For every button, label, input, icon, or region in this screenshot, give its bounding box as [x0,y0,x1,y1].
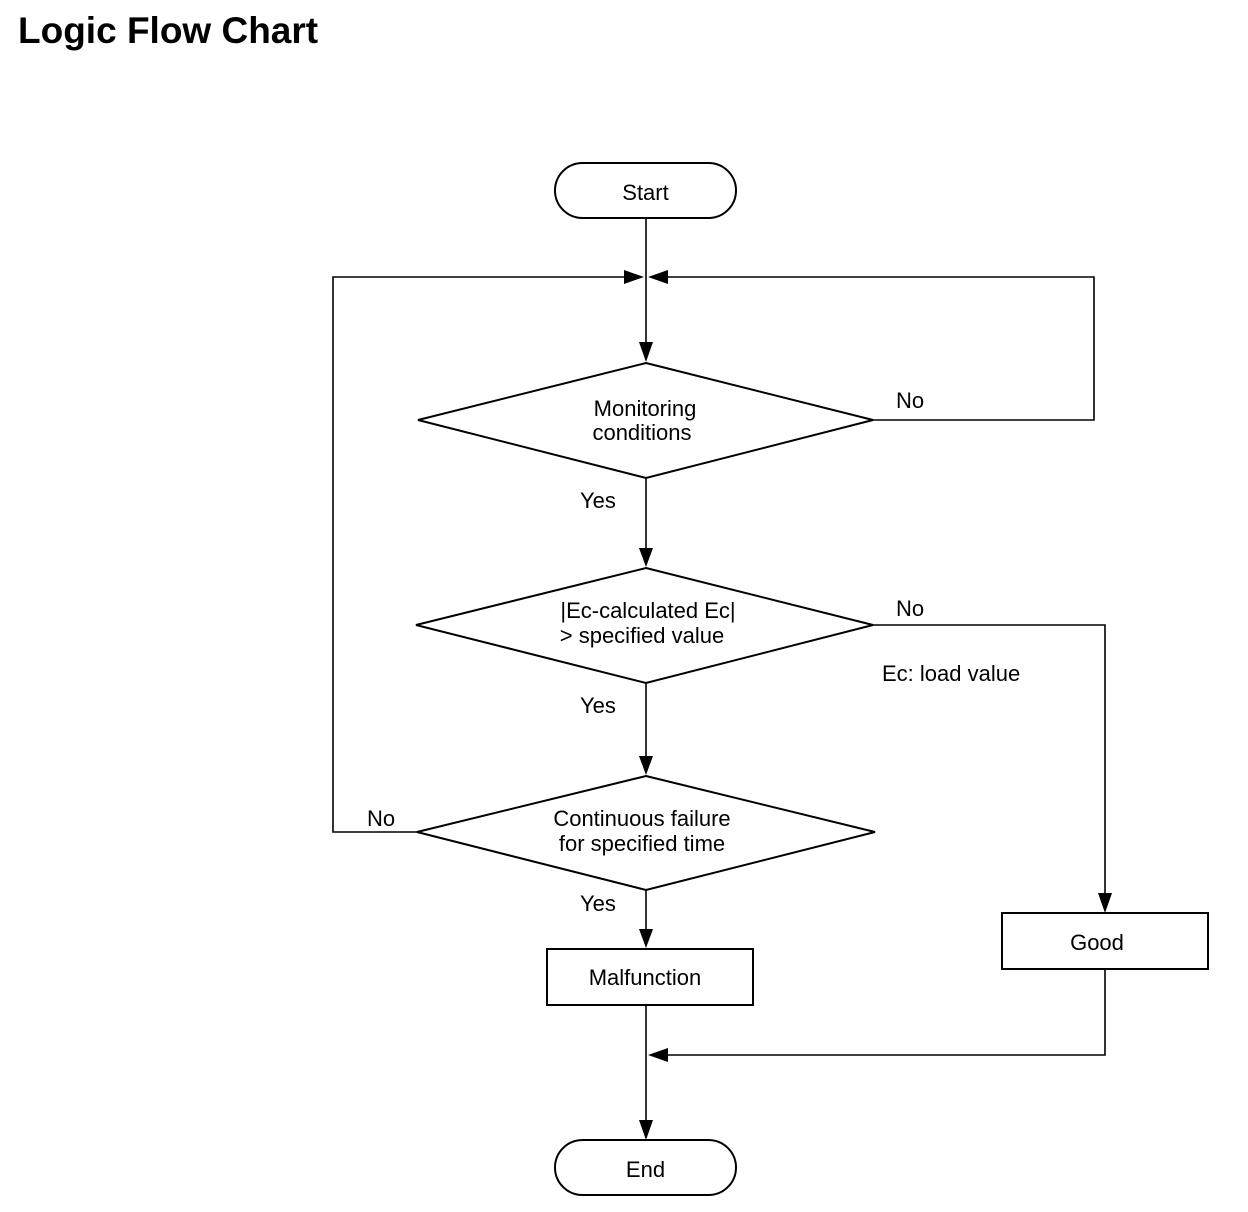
arrowhead-into-end [639,1120,653,1140]
malfunction-box: Malfunction [546,948,754,1006]
good-box: Good [1001,912,1209,970]
arrowheads [624,270,1112,1140]
ec-check-decision: |Ec-calculated Ec| > specified value [415,566,874,685]
arrowhead-into-continuous [639,756,653,775]
monitoring-no-label: No [896,388,924,413]
monitoring-label-line1: Monitoring [594,396,697,421]
monitoring-conditions-decision: Monitoring conditions [417,361,874,480]
ec-check-label-line1: |Ec-calculated Ec| [560,598,735,623]
connector-ec-no [873,624,1106,895]
continuous-label-line2: for specified time [559,831,725,856]
start-label: Start [622,180,668,205]
connector-monitoring-no-loop [664,276,1095,421]
arrowhead-into-good [1098,893,1112,913]
monitoring-label-line2: conditions [592,420,691,445]
connector-continuous-no-loop [332,276,628,833]
connector-good-to-end [664,969,1106,1056]
arrowhead-into-ec-check [639,548,653,567]
arrowhead-into-monitoring [639,342,653,362]
page-title: Logic Flow Chart [18,10,319,51]
ec-check-label-line2: > specified value [560,623,725,648]
continuous-no-label: No [367,806,395,831]
connectors [332,218,1106,1122]
arrowhead-merge [648,1048,668,1062]
arrowhead-into-malfunction [639,929,653,948]
end-label: End [626,1157,665,1182]
continuous-label-line1: Continuous failure [553,806,730,831]
monitoring-yes-label: Yes [580,488,616,513]
continuous-yes-label: Yes [580,891,616,916]
continuous-failure-decision: Continuous failure for specified time [416,774,876,892]
start-terminal: Start [554,162,737,219]
good-label: Good [1070,930,1124,955]
malfunction-label: Malfunction [589,965,702,990]
ec-check-yes-label: Yes [580,693,616,718]
ec-note: Ec: load value [882,661,1020,686]
ec-check-no-label: No [896,596,924,621]
end-terminal: End [554,1139,737,1196]
arrowhead-right-loop [648,270,668,284]
arrowhead-left-loop [624,270,644,284]
